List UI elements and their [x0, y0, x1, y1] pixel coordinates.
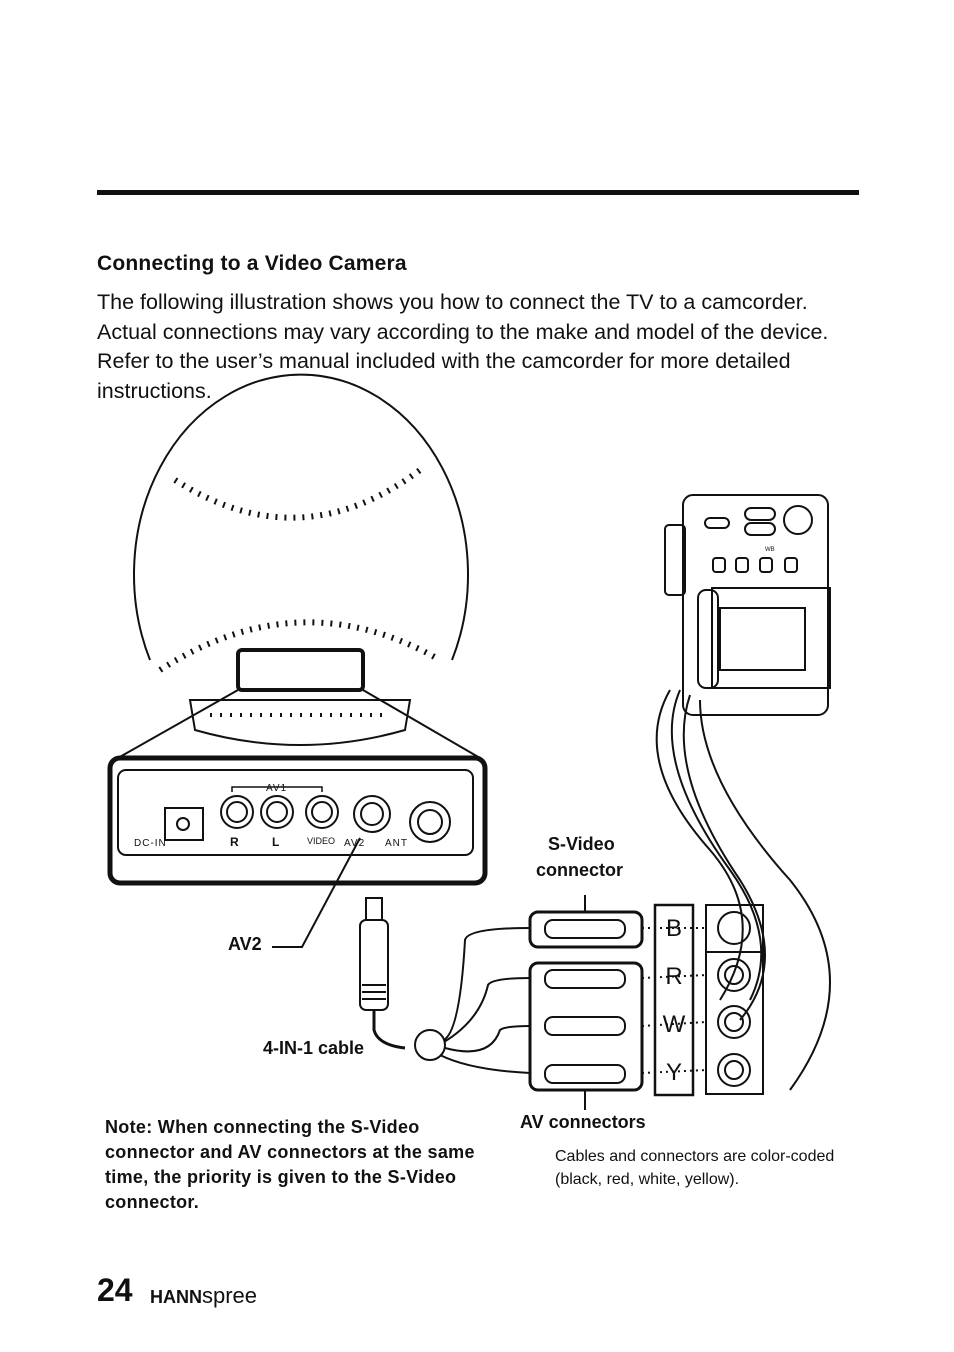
tv-stand [188, 699, 412, 746]
svideo-plug-head [365, 897, 383, 921]
tv-illustration [107, 373, 488, 886]
letter-r: R [665, 963, 683, 990]
ball-seam-top [173, 467, 422, 521]
note-text: Note: When connecting the S-Video connec… [105, 1117, 475, 1212]
branch-yellow [439, 1054, 531, 1074]
section-title: Connecting to a Video Camera [97, 252, 407, 275]
av1-label: AV1 [266, 783, 287, 794]
dc-in-port [164, 807, 204, 841]
branch-black [443, 927, 531, 1041]
letter-b: B [665, 915, 682, 942]
av2-jack [353, 795, 391, 833]
tv-ball-outline [133, 373, 469, 661]
l-label: L [272, 835, 279, 849]
wb-label: WB [765, 547, 775, 553]
video-jack [305, 795, 339, 829]
ball-seam-bottom [158, 619, 442, 673]
av2-callout: AV2 [228, 934, 262, 954]
letter-w: W [662, 1011, 686, 1038]
r-jack [220, 795, 254, 829]
letter-y: Y [665, 1059, 682, 1086]
video-label: VIDEO [307, 836, 335, 846]
svideo-callout-line1: S-Video [548, 834, 615, 854]
mode-dial [783, 505, 813, 535]
page-number: 24 [97, 1272, 133, 1308]
brand-logo: HANNspree [150, 1283, 257, 1309]
av2-panel-label: AV2 [344, 838, 365, 849]
av-connectors-callout: AV connectors [520, 1112, 646, 1132]
dc-in-label: DC-IN [134, 838, 167, 849]
l-jack [260, 795, 294, 829]
connector-plugs [528, 895, 644, 1110]
r-label: R [230, 835, 239, 849]
cable-callout: 4-IN-1 cable [263, 1038, 365, 1058]
camcorder-illustration [655, 494, 831, 1091]
ant-jack [409, 801, 451, 843]
header-rule [97, 190, 859, 195]
panel-highlight [236, 648, 365, 692]
intro-paragraph: The following illustration shows you how… [97, 290, 829, 403]
branch-red [443, 977, 531, 1043]
camcorder-dial [664, 524, 686, 596]
cable-boot [359, 919, 389, 1011]
zoomed-panel-frame [107, 755, 488, 886]
camcorder-jacks [641, 903, 764, 1097]
av2-leader [272, 837, 361, 948]
color-caption: Cables and connectors are color-coded (b… [555, 1148, 835, 1188]
branch-white [444, 1025, 531, 1053]
cable-hub [414, 1029, 446, 1061]
brand-bold: HANN [150, 1287, 202, 1307]
brand-rest: spree [202, 1283, 258, 1308]
color-code-letters: B R W Y [660, 905, 688, 1097]
ant-label: ANT [385, 838, 408, 849]
zoomed-panel [117, 769, 474, 856]
svideo-callout-line2: connector [536, 860, 624, 880]
